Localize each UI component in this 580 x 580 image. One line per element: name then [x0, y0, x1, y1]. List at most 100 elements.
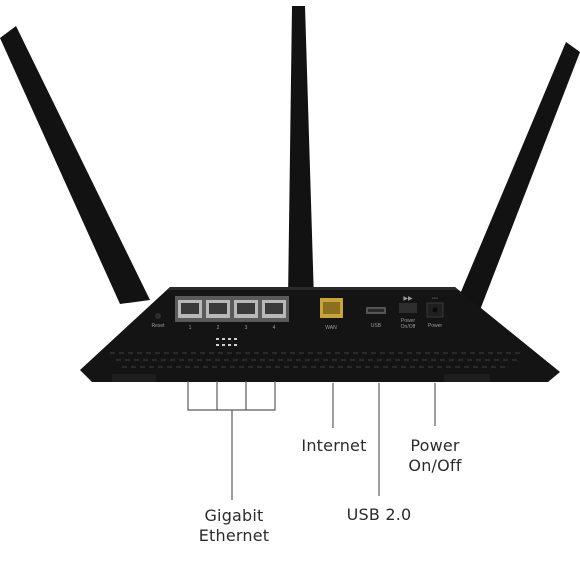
vent-slot — [506, 352, 511, 354]
lan-port-socket — [237, 303, 255, 314]
vent-slot — [479, 352, 484, 354]
vent-slot — [353, 352, 358, 354]
gigabit-ethernet-label-line1: Gigabit — [204, 506, 264, 525]
lan-led-indicators — [216, 338, 237, 346]
vent-slot — [338, 366, 343, 368]
vent-slot — [200, 352, 205, 354]
right-foot — [444, 374, 490, 382]
lan-port-label: 2 — [217, 325, 220, 331]
power-on-off-label: Power On/Off — [392, 436, 478, 476]
vent-slot — [266, 366, 271, 368]
vent-slot — [293, 366, 298, 368]
vent-slot — [257, 366, 262, 368]
left-antenna — [0, 26, 150, 304]
vent-slot — [203, 366, 208, 368]
vent-slot — [251, 359, 256, 361]
vent-slot — [503, 359, 508, 361]
vent-slot — [476, 359, 481, 361]
vent-slot — [314, 359, 319, 361]
lan-port-label: 4 — [273, 325, 276, 331]
vent-slot — [176, 366, 181, 368]
vent-slot — [179, 359, 184, 361]
vent-slot — [404, 359, 409, 361]
lan-port-label: 3 — [245, 325, 248, 331]
vent-slot — [311, 366, 316, 368]
vent-slot — [455, 366, 460, 368]
lan-port-socket — [181, 303, 199, 314]
power-on-off-label-line2: On/Off — [408, 456, 462, 475]
vent-slot — [242, 359, 247, 361]
vent-slot — [344, 352, 349, 354]
vent-slot — [197, 359, 202, 361]
vent-slot — [299, 352, 304, 354]
vent-slot — [260, 359, 265, 361]
vent-slot — [152, 359, 157, 361]
vent-slot — [308, 352, 313, 354]
vent-slot — [464, 366, 469, 368]
lan-port-label: 1 — [189, 325, 192, 331]
vent-slot — [488, 352, 493, 354]
vent-slot — [158, 366, 163, 368]
lan-port-socket — [265, 303, 283, 314]
vent-slot — [389, 352, 394, 354]
vent-slot — [470, 352, 475, 354]
vent-slot — [419, 366, 424, 368]
vent-slot — [281, 352, 286, 354]
power-on-off-label-line1: Power — [410, 436, 460, 455]
vent-slot — [131, 366, 136, 368]
vent-slot — [164, 352, 169, 354]
gigabit-ethernet-label: Gigabit Ethernet — [182, 506, 286, 546]
vent-slot — [335, 352, 340, 354]
vent-slots — [110, 352, 520, 368]
vent-slot — [119, 352, 124, 354]
vent-slot — [224, 359, 229, 361]
vent-slot — [263, 352, 268, 354]
vent-slot — [194, 366, 199, 368]
vent-slot — [161, 359, 166, 361]
power-label: Power — [428, 323, 443, 329]
vent-slot — [236, 352, 241, 354]
vent-slot — [326, 352, 331, 354]
vent-slot — [473, 366, 478, 368]
vent-slot — [254, 352, 259, 354]
vent-slot — [380, 352, 385, 354]
vent-slot — [317, 352, 322, 354]
vent-slot — [329, 366, 334, 368]
vent-slot — [233, 359, 238, 361]
vent-slot — [122, 366, 127, 368]
vent-slot — [398, 352, 403, 354]
vent-slot — [512, 359, 517, 361]
vent-slot — [296, 359, 301, 361]
vent-slot — [230, 366, 235, 368]
vent-slot — [434, 352, 439, 354]
vent-slot — [116, 359, 121, 361]
power-switch-label-line2: On/Off — [401, 324, 416, 330]
vent-slot — [155, 352, 160, 354]
vent-slot — [395, 359, 400, 361]
vent-slot — [275, 366, 280, 368]
vent-slot — [185, 366, 190, 368]
vent-slot — [239, 366, 244, 368]
vent-slot — [497, 352, 502, 354]
vent-slot — [422, 359, 427, 361]
router-top-edge — [167, 287, 458, 290]
vent-slot — [410, 366, 415, 368]
vent-slot — [323, 359, 328, 361]
vent-slot — [440, 359, 445, 361]
vent-slot — [332, 359, 337, 361]
vent-slot — [359, 359, 364, 361]
vent-slot — [443, 352, 448, 354]
vent-slot — [515, 352, 520, 354]
vent-slot — [374, 366, 379, 368]
vent-slot — [407, 352, 412, 354]
vent-slot — [467, 359, 472, 361]
vent-slot — [362, 352, 367, 354]
vent-slot — [206, 359, 211, 361]
vent-slot — [401, 366, 406, 368]
vent-slot — [305, 359, 310, 361]
vent-slot — [371, 352, 376, 354]
vent-slot — [347, 366, 352, 368]
center-antenna — [288, 6, 314, 300]
vent-slot — [437, 366, 442, 368]
